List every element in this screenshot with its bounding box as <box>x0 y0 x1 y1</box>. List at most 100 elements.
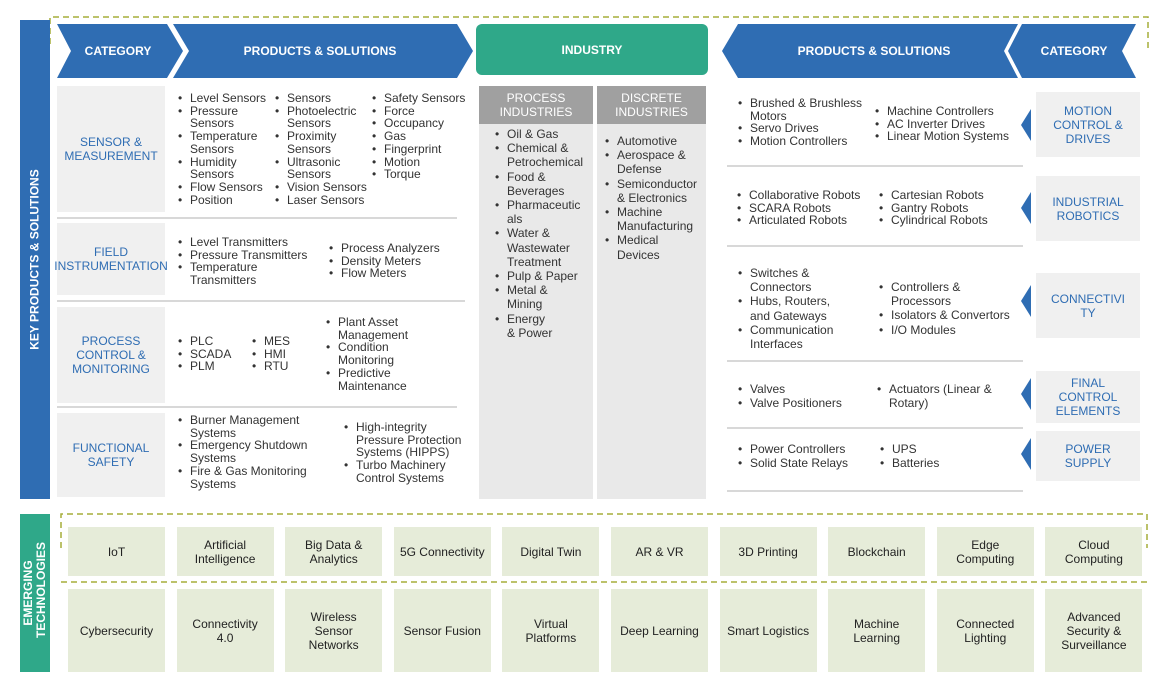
list-item: Level Sensors <box>178 92 270 105</box>
tech-label: Advanced Security & Surveillance <box>1061 609 1127 652</box>
list-item: Ultrasonic Sensors <box>275 155 367 181</box>
list-item: Controllers & Processors <box>879 280 973 308</box>
list-item: Motion <box>372 155 472 169</box>
list-item: Food & Beverages <box>495 170 564 198</box>
tech-box: Sensor Fusion <box>393 589 491 672</box>
tech-box: Artificial Intelligence <box>176 527 274 576</box>
tech-box: Blockchain <box>828 527 926 576</box>
list-item: Flow Meters <box>329 267 459 280</box>
tech-label: Deep Learning <box>620 623 699 638</box>
process-industries-list: Oil & Gas Chemical & Petrochemical Food … <box>495 127 589 340</box>
category-power-supply: POWER SUPPLY <box>1036 431 1140 481</box>
robot-list-col2: Cartesian Robots Gantry Robots Cylindric… <box>879 189 1019 227</box>
list-item: Temperature Sensors <box>178 130 270 156</box>
tech-box: Advanced Security & Surveillance <box>1045 589 1143 672</box>
list-item: Aerospace & Defense <box>605 148 703 176</box>
safety-list-col1: Burner Management Systems Emergency Shut… <box>178 414 323 490</box>
divider <box>727 165 1023 167</box>
tech-label: 3D Printing <box>738 544 798 559</box>
list-item: PLM <box>178 360 238 373</box>
key-products-sidebar: KEY PRODUCTS & SOLUTIONS <box>20 20 50 499</box>
list-item: Chemical & Petrochemical <box>495 141 589 169</box>
tech-label: Smart Logistics <box>727 623 810 638</box>
category-sensor-measurement: SENSOR & MEASUREMENT <box>57 86 165 212</box>
list-item: Turbo Machinery Control Systems <box>344 459 468 485</box>
list-item: Density Meters <box>329 254 459 268</box>
list-item: Level Transmitters <box>178 236 318 249</box>
power-list-col1: Power Controllers Solid State Relays <box>738 442 868 471</box>
header-chevrons-right <box>722 24 1136 78</box>
tech-label: Machine Learning <box>853 616 901 645</box>
tech-label: Connectivity 4.0 <box>192 616 258 645</box>
list-item: Pulp & Paper <box>495 269 589 283</box>
tech-box: Cloud Computing <box>1045 527 1143 576</box>
tech-box: AR & VR <box>611 527 708 576</box>
field-list-col2: Process Analyzers Density Meters Flow Me… <box>329 242 459 280</box>
list-item: Plant Asset Management <box>326 316 426 342</box>
tech-box: Wireless Sensor Networks <box>285 589 383 672</box>
category-left-header: CATEGORY <box>84 44 152 58</box>
top-dashed-frame <box>49 16 1149 52</box>
list-item: Fingerprint <box>372 143 472 156</box>
tech-label: Cloud Computing <box>1064 537 1123 566</box>
tech-label: IoT <box>107 544 126 559</box>
products-right-header: PRODUCTS & SOLUTIONS <box>797 44 951 58</box>
list-item: Occupancy <box>372 117 472 130</box>
tech-box: Smart Logistics <box>719 589 817 672</box>
sensor-list-col3: Safety Sensors Force Occupancy Gas Finge… <box>372 92 472 181</box>
arrow-power <box>1021 438 1031 470</box>
tech-box: Connected Lighting <box>936 589 1034 672</box>
list-item: Condition Monitoring <box>326 341 426 367</box>
arrow-robotics <box>1021 192 1031 224</box>
list-item: Medical Devices <box>605 233 675 261</box>
list-item: MES <box>252 335 312 348</box>
list-item: Position <box>178 193 270 207</box>
list-item: Semiconductor & Electronics <box>605 177 703 205</box>
list-item: Articulated Robots <box>737 214 877 227</box>
tech-label: Sensor Fusion <box>403 623 481 638</box>
arrow-final-control <box>1021 378 1031 410</box>
list-item: UPS <box>880 442 980 456</box>
category-field-instrumentation: FIELD INSTRUMENTATION <box>54 223 168 295</box>
discrete-industries-header: DISCRETE INDUSTRIES <box>597 86 706 124</box>
list-item: Proximity Sensors <box>275 130 367 156</box>
list-item: Machine Controllers <box>875 105 1023 118</box>
motion-list-col1: Brushed & Brushless Motors Servo Drives … <box>738 97 868 148</box>
list-item: Humidity Sensors <box>178 155 270 181</box>
header-chevrons-left <box>57 24 473 78</box>
proc-list-col3: Plant Asset Management Condition Monitor… <box>326 316 426 392</box>
list-item: Flow Sensors <box>178 181 270 194</box>
list-item: Temperature Transmitters <box>178 261 278 287</box>
list-item: Laser Sensors <box>275 193 367 207</box>
conn-list-col1: Switches & Connectors Hubs, Routers, and… <box>738 266 850 351</box>
list-item: Pressure Sensors <box>178 104 270 130</box>
category-right-header: CATEGORY <box>1040 44 1108 58</box>
tech-box: IoT <box>68 527 165 576</box>
arrow-connectivity <box>1021 285 1031 317</box>
sensor-list-col1: Level Sensors Pressure Sensors Temperatu… <box>178 92 270 206</box>
tech-label: Digital Twin <box>520 544 582 559</box>
products-left-header: PRODUCTS & SOLUTIONS <box>243 44 397 58</box>
list-item: Hubs, Routers, and Gateways <box>738 294 850 322</box>
list-item: Valves <box>738 382 868 396</box>
list-item: Oil & Gas <box>495 127 589 141</box>
divider <box>727 427 1023 429</box>
list-item: Isolators & Convertors <box>879 308 1019 322</box>
list-item: Solid State Relays <box>738 456 868 470</box>
list-item: Servo Drives <box>738 122 868 135</box>
divider <box>727 360 1023 362</box>
list-item: Cartesian Robots <box>879 189 1019 202</box>
industry-header: INDUSTRY <box>476 24 708 75</box>
tech-label: Wireless Sensor Networks <box>308 609 359 652</box>
list-item: Brushed & Brushless Motors <box>738 97 868 123</box>
tech-label: Big Data & Analytics <box>305 537 363 566</box>
list-item: Burner Management Systems <box>178 414 323 440</box>
divider <box>57 217 457 219</box>
tech-label: Virtual Platforms <box>525 616 577 645</box>
final-list-col2: Actuators (Linear & Rotary) <box>877 382 992 410</box>
conn-list-col2: Controllers & Processors Isolators & Con… <box>879 280 1019 337</box>
list-item: Force <box>372 104 472 118</box>
key-products-label: KEY PRODUCTS & SOLUTIONS <box>27 169 42 350</box>
power-list-col2: UPS Batteries <box>880 442 980 471</box>
tech-box: Deep Learning <box>611 589 708 672</box>
